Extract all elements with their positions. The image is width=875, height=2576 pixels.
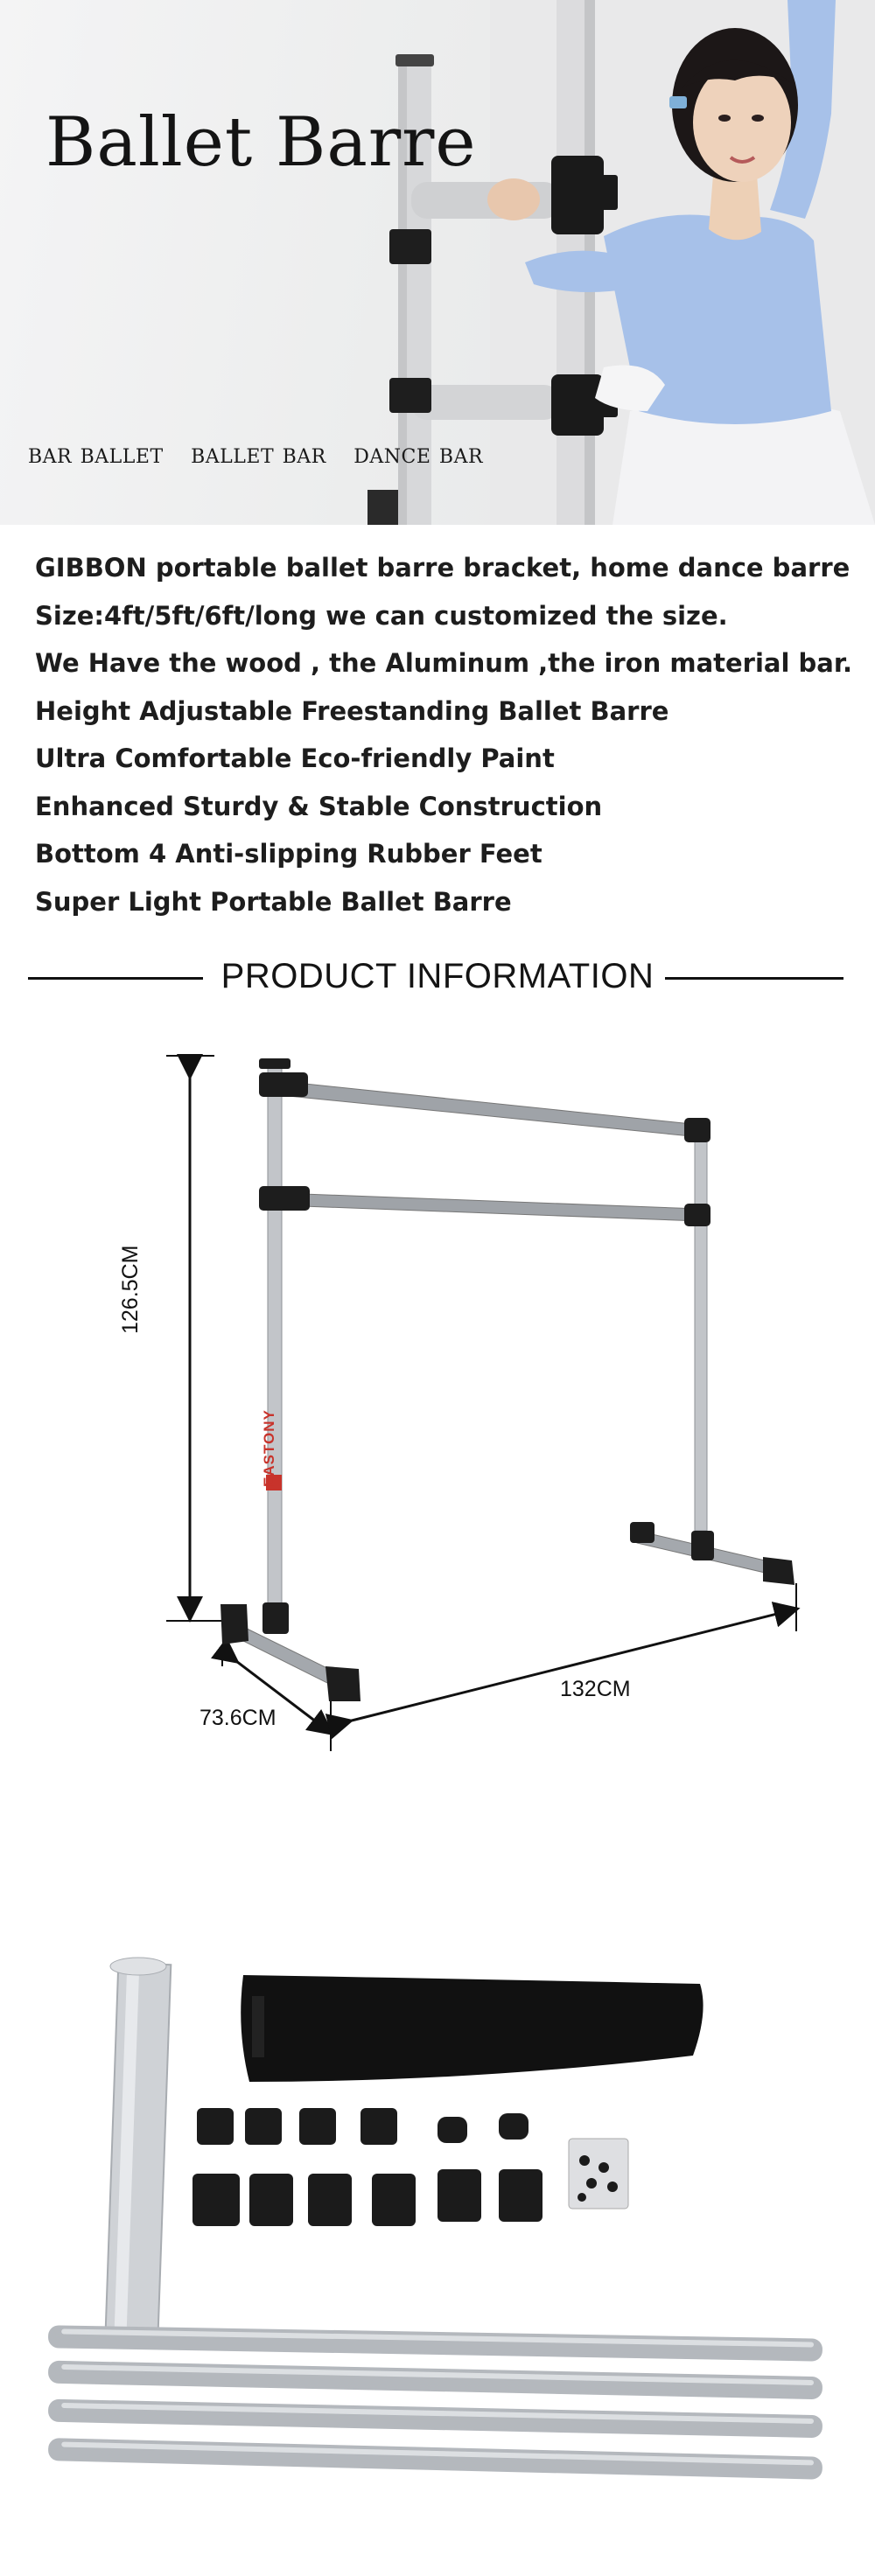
parts-kit-photo bbox=[48, 1957, 822, 2480]
hero-tagline: BAR BALLET BALLET BAR DANCE BAR bbox=[28, 446, 502, 468]
hero-photo bbox=[368, 0, 875, 525]
height-dimension-label: 126.5CM bbox=[118, 1245, 143, 1334]
hero-banner: Ballet Barre BAR BALLET BALLET BAR DANCE… bbox=[0, 0, 875, 525]
hero-tag: BALLET BAR bbox=[191, 446, 326, 468]
feature-item: Ultra Comfortable Eco-friendly Paint bbox=[35, 743, 555, 773]
feature-item: We Have the wood , the Aluminum ,the iro… bbox=[35, 648, 853, 678]
depth-dimension-label: 73.6CM bbox=[200, 1706, 276, 1730]
hero-tag: DANCE BAR bbox=[354, 446, 484, 468]
feature-item: Super Light Portable Ballet Barre bbox=[35, 886, 512, 917]
feature-list: GIBBON portable ballet barre bracket, ho… bbox=[35, 544, 853, 925]
feature-item: GIBBON portable ballet barre bracket, ho… bbox=[35, 553, 850, 583]
heading-rule-left bbox=[28, 977, 203, 980]
feature-item: Bottom 4 Anti-slipping Rubber Feet bbox=[35, 839, 542, 869]
length-dimension-label: 132CM bbox=[560, 1677, 631, 1701]
barre-dimension-diagram bbox=[166, 1054, 801, 1751]
feature-item: Size:4ft/5ft/6ft/long we can customized … bbox=[35, 600, 728, 631]
hero-tag: BAR BALLET bbox=[28, 446, 164, 468]
feature-item: Enhanced Sturdy & Stable Construction bbox=[35, 791, 603, 821]
section-title: PRODUCT INFORMATION bbox=[220, 957, 654, 995]
hero-title: Ballet Barre bbox=[46, 103, 477, 182]
feature-item: Height Adjustable Freestanding Ballet Ba… bbox=[35, 695, 669, 726]
section-heading: PRODUCT INFORMATION bbox=[28, 956, 844, 996]
heading-rule-right bbox=[665, 977, 844, 980]
brand-logo-text: EASTONY bbox=[261, 1409, 277, 1487]
